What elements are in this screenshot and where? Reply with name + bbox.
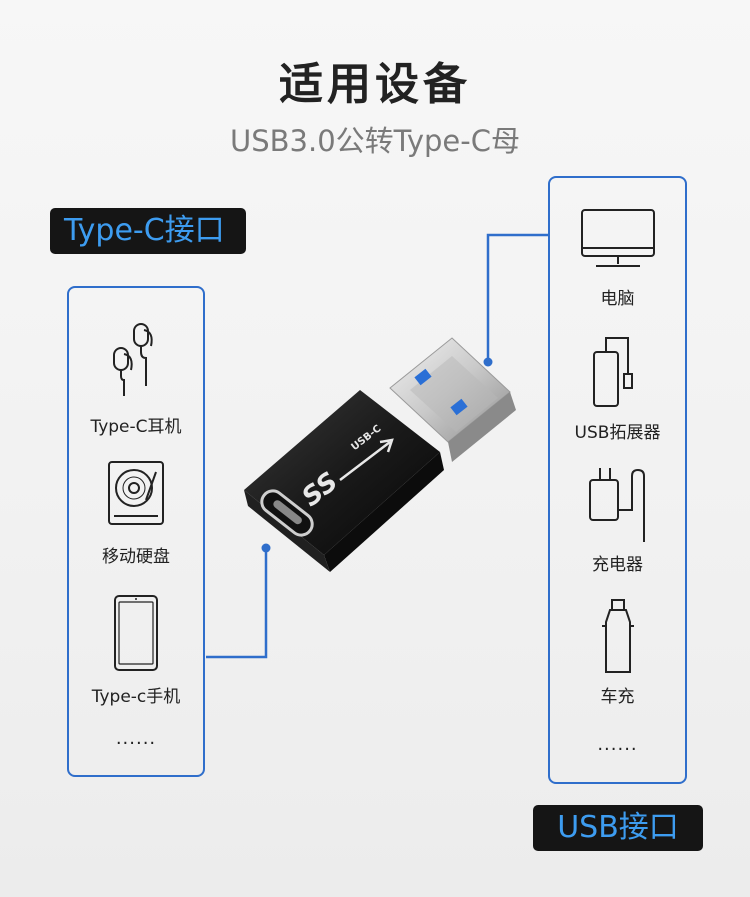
device-label-hard-drive: 移动硬盘 <box>102 547 170 567</box>
smartphone-icon <box>114 595 158 671</box>
typec-interface-tag: Type-C接口 <box>50 208 246 254</box>
device-label-car-charger: 车充 <box>600 687 635 707</box>
charger-icon <box>588 468 645 542</box>
usb-hub-icon <box>592 337 633 407</box>
device-label-earphones: Type-C耳机 <box>90 417 182 437</box>
device-label-smartphone: Type-c手机 <box>91 687 181 707</box>
device-item-hard-drive: 移动硬盘 <box>69 458 203 567</box>
more-devices-ellipsis: ...... <box>115 728 157 749</box>
usb-interface-tag: USB接口 <box>533 805 703 851</box>
hard-drive-icon <box>108 461 164 525</box>
device-item-usb-hub: USB拓展器 <box>550 334 685 443</box>
device-item-charger: 充电器 <box>550 466 685 575</box>
page-title: 适用设备 <box>279 59 471 110</box>
typec-devices-panel: Type-C耳机 移动硬盘 Type-c手机 ...... <box>67 286 205 777</box>
monitor-icon <box>580 209 655 267</box>
device-item-car-charger: 车充 <box>550 598 685 707</box>
device-label-computer: 电脑 <box>600 289 635 309</box>
device-item-computer: 电脑 <box>550 208 685 309</box>
device-label-usb-hub: USB拓展器 <box>574 423 661 443</box>
usb-adapter-image: SS USB-C <box>244 337 516 572</box>
device-item-smartphone: Type-c手机 <box>69 594 203 707</box>
earphones-icon <box>113 323 153 396</box>
car-charger-icon <box>601 599 634 673</box>
device-label-charger: 充电器 <box>592 555 643 575</box>
device-item-earphones: Type-C耳机 <box>69 318 203 437</box>
usb-devices-panel: 电脑 USB拓展器 充电器 <box>548 176 687 784</box>
more-devices-ellipsis-right: ...... <box>597 734 638 755</box>
page-subtitle: USB3.0公转Type-C母 <box>230 124 520 158</box>
